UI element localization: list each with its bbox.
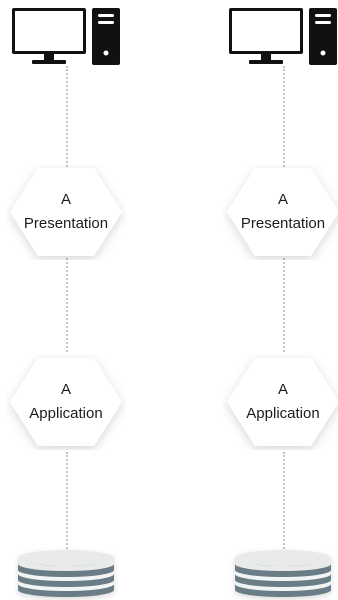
desktop-computer-icon — [6, 4, 126, 68]
presentation-label-line1: A — [277, 191, 288, 208]
desktop-computer-icon — [223, 4, 338, 68]
database-icon — [231, 546, 335, 600]
application-label-line1: A — [60, 381, 71, 398]
presentation-label-line1: A — [60, 191, 71, 208]
tier-stack-right: A Presentation A Application — [223, 0, 338, 600]
presentation-label-line2: Presentation — [23, 215, 109, 232]
presentation-node: A Presentation — [6, 164, 126, 260]
connector-client-to-presentation — [283, 66, 285, 170]
connector-presentation-to-application — [283, 258, 285, 352]
application-label-line1: A — [277, 381, 288, 398]
connector-presentation-to-application — [66, 258, 68, 352]
connector-application-to-database — [66, 452, 68, 560]
tier-stack-left: A Presentation A Application — [6, 0, 126, 600]
database-icon — [14, 546, 118, 600]
presentation-label-line2: Presentation — [240, 215, 326, 232]
application-label-line2: Application — [246, 405, 320, 422]
application-node: A Application — [223, 354, 338, 450]
connector-application-to-database — [283, 452, 285, 560]
application-node: A Application — [6, 354, 126, 450]
application-label-line2: Application — [29, 405, 103, 422]
presentation-node: A Presentation — [223, 164, 338, 260]
connector-client-to-presentation — [66, 66, 68, 170]
